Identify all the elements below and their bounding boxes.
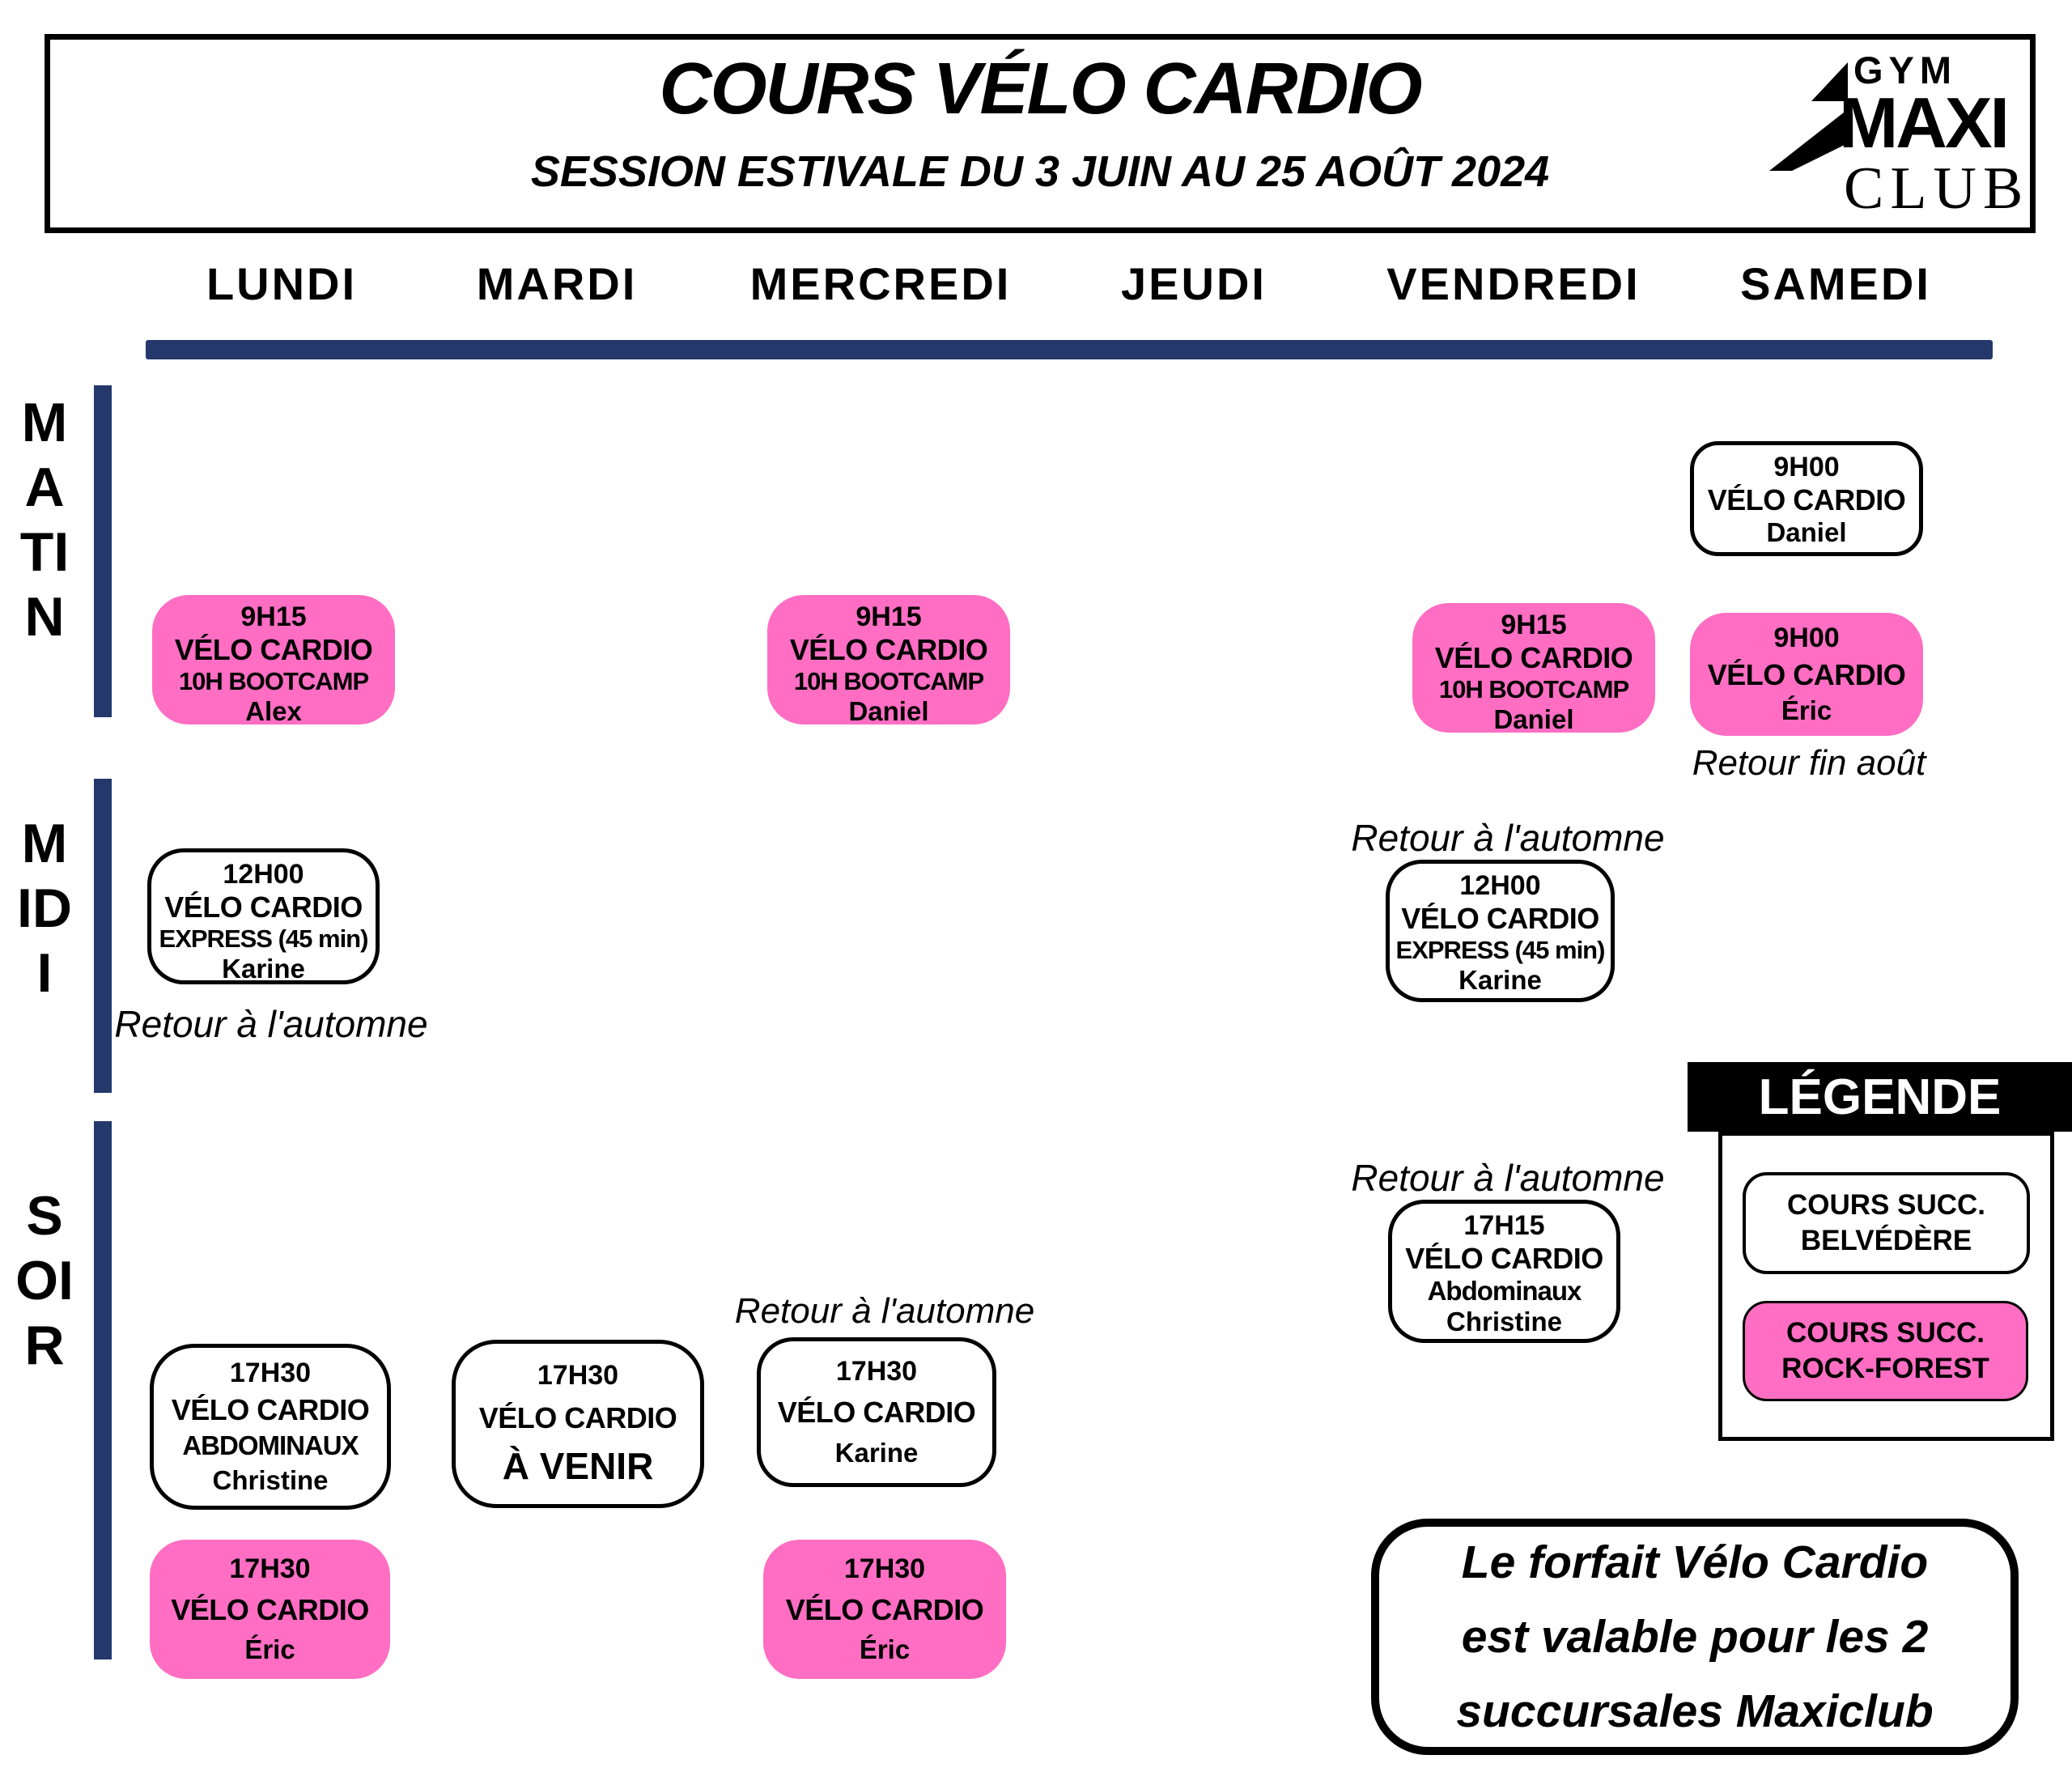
footer-note-line: Le forfait Vélo Cardio <box>1461 1536 1929 1588</box>
legend-item-line: ROCK-FOREST <box>1781 1353 1989 1384</box>
footer-note: Le forfait Vélo Cardio est valable pour … <box>1371 1519 2019 1755</box>
note-retour-automne-vendredi-soir: Retour à l'automne <box>1351 1157 1665 1199</box>
page-subtitle: SESSION ESTIVALE DU 3 JUIN AU 25 AOÛT 20… <box>530 147 1550 196</box>
class-instructor: Christine <box>1446 1307 1563 1336</box>
class-time: 17H15 <box>1463 1210 1545 1241</box>
midi-section-bar <box>94 779 112 1093</box>
logo-text-club: CLUB <box>1844 155 2030 222</box>
header-rule <box>146 340 1993 359</box>
legend-box: COURS SUCC. BELVÉDÈRE COURS SUCC. ROCK-F… <box>1718 1132 2054 1441</box>
gym-maxi-club-logo: GYM MAXI CLUB <box>1769 46 2023 224</box>
class-extra: ABDOMINAUX <box>182 1430 359 1461</box>
footer-note-line: succursales Maxiclub <box>1456 1685 1934 1737</box>
class-time: 9H15 <box>856 601 922 632</box>
class-card-mercredi-soir-rock-forest: 17H30 VÉLO CARDIO Éric <box>763 1540 1006 1679</box>
class-time: 9H15 <box>240 601 307 632</box>
logo-arrow-icon <box>1769 62 1848 171</box>
day-header-mardi: MARDI <box>476 258 638 309</box>
section-label-midi: MIDI <box>17 813 72 1004</box>
legend-item-belvedere: COURS SUCC. BELVÉDÈRE <box>1743 1172 2030 1274</box>
class-time: 9H15 <box>1501 610 1567 640</box>
legend-item-rock-forest: COURS SUCC. ROCK-FOREST <box>1743 1301 2028 1401</box>
class-time: 12H00 <box>223 859 304 890</box>
class-extra: Abdominaux <box>1427 1276 1582 1306</box>
class-card-vendredi-soir: 17H15 VÉLO CARDIO Abdominaux Christine <box>1388 1200 1620 1343</box>
class-card-lundi-midi: 12H00 VÉLO CARDIO EXPRESS (45 min) Karin… <box>147 848 380 984</box>
class-title: VÉLO CARDIO <box>174 633 373 666</box>
class-title: VÉLO CARDIO <box>785 1592 984 1626</box>
class-time: 17H30 <box>835 1356 918 1387</box>
legend-item-line: BELVÉDÈRE <box>1800 1225 1972 1256</box>
day-header-jeudi: JEUDI <box>1121 258 1267 309</box>
class-time: 12H00 <box>1459 870 1541 901</box>
day-header-vendredi: VENDREDI <box>1386 258 1641 309</box>
legend-title: LÉGENDE <box>1758 1069 2002 1125</box>
note-retour-automne-lundi-midi: Retour à l'automne <box>114 1003 428 1045</box>
class-card-lundi-soir-rock-forest: 17H30 VÉLO CARDIO Éric <box>150 1540 390 1679</box>
day-header-mercredi: MERCREDI <box>749 258 1012 309</box>
class-extra: EXPRESS (45 min) <box>1395 936 1606 964</box>
class-instructor: Éric <box>244 1634 295 1664</box>
class-time: 17H30 <box>229 1553 311 1585</box>
class-instructor: Alex <box>245 696 302 726</box>
class-extra: 10H BOOTCAMP <box>1438 675 1629 703</box>
class-card-samedi-matin-belvedere: 9H00 VÉLO CARDIO Daniel <box>1690 441 1923 556</box>
class-title: VÉLO CARDIO <box>1434 641 1633 674</box>
note-retour-automne-vendredi-midi: Retour à l'automne <box>1351 817 1665 859</box>
class-title: VÉLO CARDIO <box>171 1592 369 1626</box>
class-title: VÉLO CARDIO <box>478 1400 677 1434</box>
class-card-vendredi-midi: 12H00 VÉLO CARDIO EXPRESS (45 min) Karin… <box>1386 860 1615 1002</box>
matin-section-bar <box>94 385 112 717</box>
class-instructor: Christine <box>212 1464 329 1495</box>
legend-title-bar: LÉGENDE <box>1688 1062 2072 1132</box>
class-time: 17H30 <box>843 1553 926 1585</box>
class-status: À VENIR <box>502 1445 654 1488</box>
footer-note-line: est valable pour les 2 <box>1461 1611 1929 1663</box>
class-card-mercredi-matin: 9H15 VÉLO CARDIO 10H BOOTCAMP Daniel <box>767 595 1010 726</box>
class-title: VÉLO CARDIO <box>164 890 363 924</box>
class-extra: EXPRESS (45 min) <box>159 924 369 953</box>
note-retour-fin-aout-samedi: Retour fin août <box>1692 743 1926 783</box>
class-title: VÉLO CARDIO <box>789 633 988 666</box>
class-title: VÉLO CARDIO <box>1707 483 1906 516</box>
class-time: 9H00 <box>1773 623 1840 654</box>
section-label-soir: SOIR <box>15 1185 74 1376</box>
class-card-samedi-matin-rock-forest: 9H00 VÉLO CARDIO Éric <box>1690 613 1923 736</box>
header: COURS VÉLO CARDIO SESSION ESTIVALE DU 3 … <box>45 34 2036 233</box>
class-instructor: Daniel <box>848 696 929 726</box>
page-title: COURS VÉLO CARDIO <box>659 49 1422 130</box>
class-instructor: Daniel <box>1493 704 1574 734</box>
class-instructor: Daniel <box>1766 517 1847 547</box>
class-card-lundi-soir-belvedere: 17H30 VÉLO CARDIO ABDOMINAUX Christine <box>150 1344 391 1510</box>
day-header-lundi: LUNDI <box>206 258 358 309</box>
class-instructor: Éric <box>859 1634 911 1664</box>
class-card-vendredi-matin: 9H15 VÉLO CARDIO 10H BOOTCAMP Daniel <box>1412 603 1655 734</box>
class-instructor: Karine <box>1458 965 1542 995</box>
class-card-lundi-matin: 9H15 VÉLO CARDIO 10H BOOTCAMP Alex <box>152 595 395 726</box>
logo-text-maxi: MAXI <box>1839 83 2010 163</box>
class-title: VÉLO CARDIO <box>171 1392 370 1426</box>
class-title: VÉLO CARDIO <box>1401 902 1599 935</box>
class-card-mardi-soir: 17H30 VÉLO CARDIO À VENIR <box>452 1340 704 1508</box>
class-time: 17H30 <box>229 1358 312 1389</box>
class-instructor: Karine <box>834 1438 919 1468</box>
class-title: VÉLO CARDIO <box>777 1396 976 1429</box>
class-extra: 10H BOOTCAMP <box>178 667 369 695</box>
legend-item-line: COURS SUCC. <box>1785 1317 1985 1349</box>
class-title: VÉLO CARDIO <box>1405 1242 1603 1275</box>
class-time: 17H30 <box>537 1359 619 1391</box>
day-header-samedi: SAMEDI <box>1740 258 1931 309</box>
legend-item-line: COURS SUCC. <box>1786 1189 1986 1221</box>
section-label-matin: MATIN <box>19 392 70 648</box>
note-retour-automne-mercredi-soir: Retour à l'automne <box>734 1291 1035 1331</box>
soir-section-bar <box>94 1121 112 1659</box>
class-instructor: Éric <box>1781 695 1832 725</box>
logo-text-gym: GYM <box>1853 49 1958 91</box>
class-card-mercredi-soir-belvedere: 17H30 VÉLO CARDIO Karine <box>757 1337 996 1487</box>
class-instructor: Karine <box>222 954 305 984</box>
class-time: 9H00 <box>1773 452 1840 482</box>
class-extra: 10H BOOTCAMP <box>793 667 984 695</box>
class-title: VÉLO CARDIO <box>1707 657 1906 691</box>
